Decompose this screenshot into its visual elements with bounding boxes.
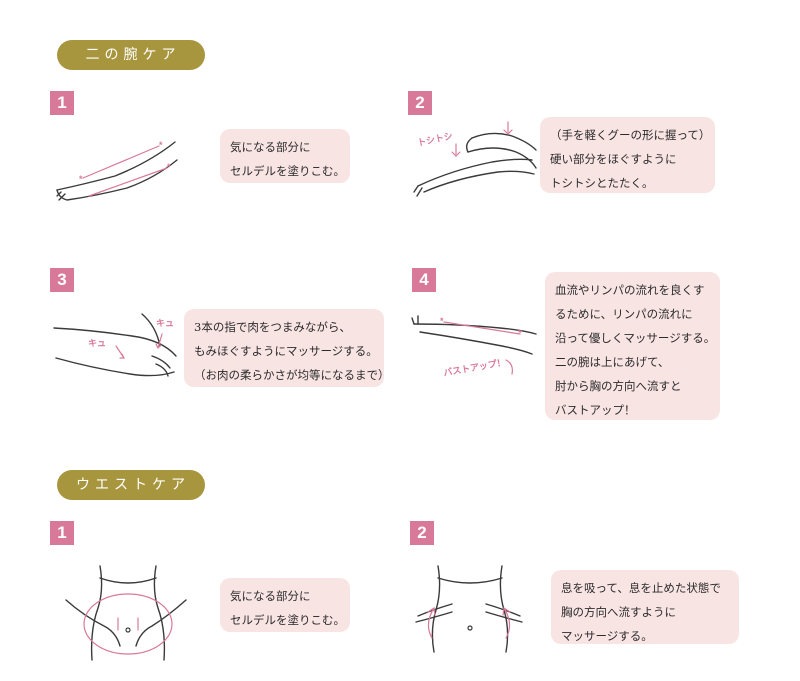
arm-care-heading: 二の腕ケア <box>57 40 205 70</box>
arm-step-1-bubble: 気になる部分に セルデルを塗りこむ。 <box>220 129 350 183</box>
arm-step-3-sfx-left: キュ <box>88 338 106 348</box>
arm-step-2-illustration: トシトシ <box>412 112 540 198</box>
svg-text:*: * <box>159 140 163 150</box>
arm-step-2-number: 2 <box>408 91 432 115</box>
svg-text:*: * <box>79 174 83 184</box>
arm-step-2-bubble: （手を軽くグーの形に握って） 硬い部分をほぐすように トシトシとたたく。 <box>540 117 715 193</box>
waist-step-1-number: 1 <box>50 521 74 545</box>
arm-step-1-illustration: * * * <box>55 138 180 210</box>
arm-step-3-illustration: キュ キュ <box>52 306 182 392</box>
arm-step-3-number: 3 <box>50 268 74 292</box>
arm-step-4-bubble: 血流やリンパの流れを良くす るために、リンパの流れに 沿って優しくマッサージする… <box>545 272 720 420</box>
arm-step-4-illustration: * * バストアップ！ <box>410 312 540 386</box>
waist-care-heading: ウエストケア <box>57 470 205 500</box>
svg-text:*: * <box>518 328 522 338</box>
arm-step-1-number: 1 <box>50 91 74 115</box>
waist-step-1-illustration <box>60 560 190 664</box>
arm-step-4-number: 4 <box>412 268 436 292</box>
waist-step-2-bubble: 息を吸って、息を止めた状態で 胸の方向へ流すように マッサージする。 <box>551 570 739 644</box>
waist-step-1-bubble: 気になる部分に セルデルを塗りこむ。 <box>220 578 350 632</box>
svg-text:*: * <box>167 162 171 172</box>
arm-step-3-bubble: 3本の指で肉をつまみながら、 もみほぐすようにマッサージする。 （お肉の柔らかさ… <box>184 309 390 387</box>
arm-step-3-sfx-right: キュ <box>156 318 174 328</box>
waist-step-2-number: 2 <box>410 521 434 545</box>
waist-step-2-illustration <box>412 560 524 656</box>
arm-step-2-sfx: トシトシ <box>416 131 453 148</box>
arm-step-4-sfx: バストアップ！ <box>442 356 506 378</box>
svg-text:*: * <box>440 316 444 326</box>
